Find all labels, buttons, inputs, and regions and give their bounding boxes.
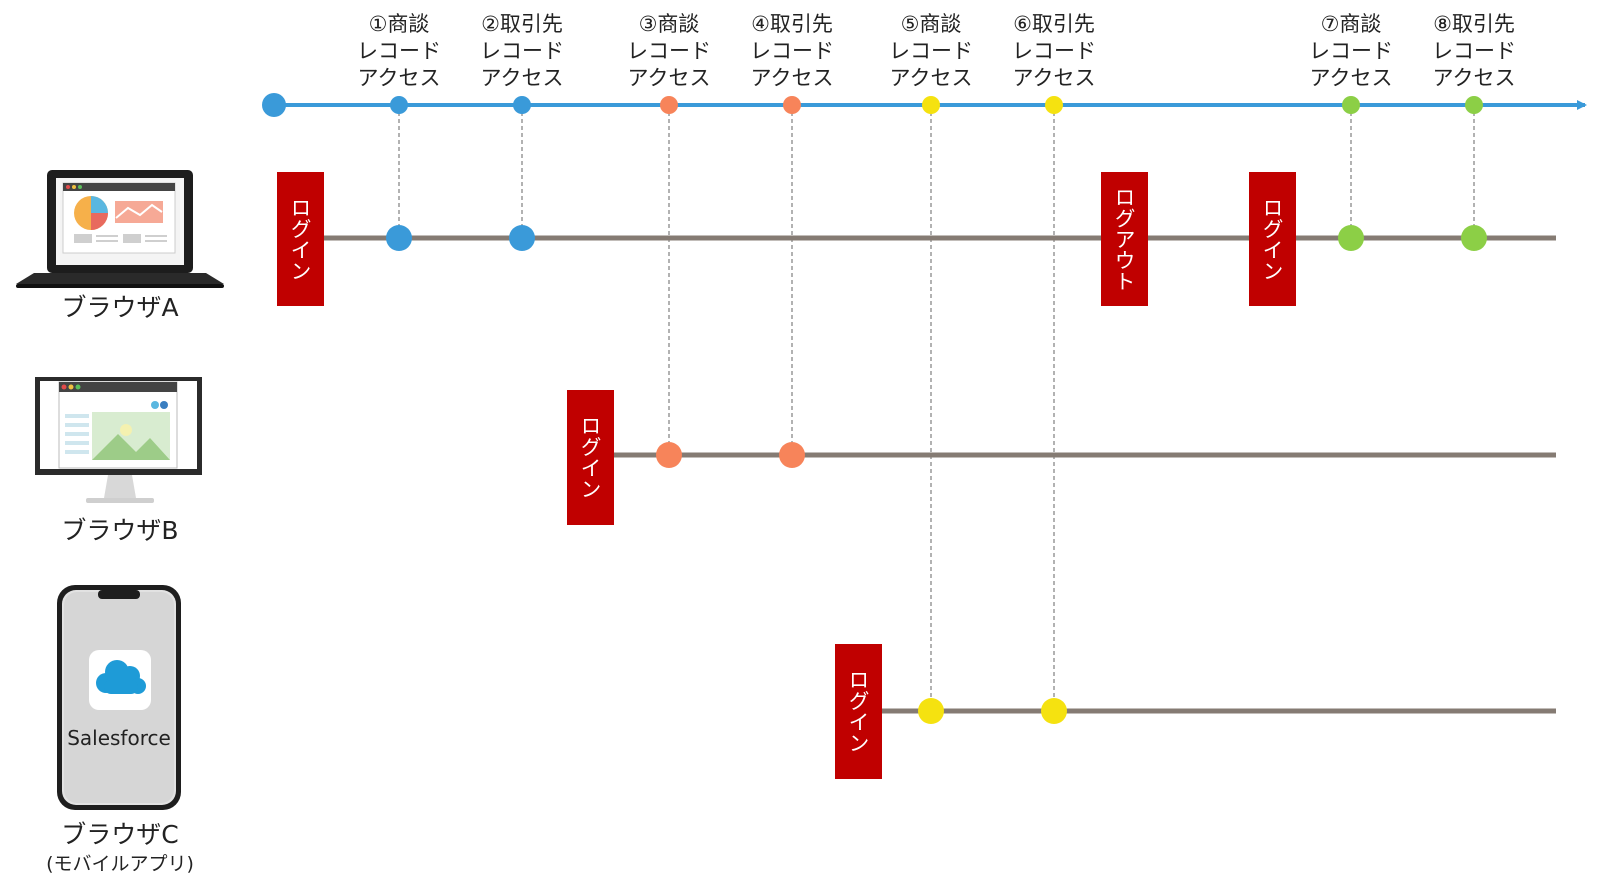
event-label-8-line1: ⑧取引先 — [1433, 12, 1515, 36]
timeline-dot-5 — [922, 96, 940, 114]
login-badge-b: ログイン — [567, 390, 614, 525]
login-badge-a-second-label: ログイン — [1260, 197, 1284, 281]
lane-sublabel-c: (モバイルアプリ) — [46, 853, 194, 875]
event-label-1-line1: ①商談 — [369, 12, 430, 36]
lane-dot-6 — [1041, 698, 1067, 724]
timeline-event-dots — [390, 96, 1483, 114]
login-badge-a-second: ログイン — [1249, 172, 1296, 306]
login-badge-a: ログイン — [277, 172, 324, 306]
smartphone-icon — [57, 585, 181, 810]
timeline-dot-3 — [660, 96, 678, 114]
event-label-4-line1: ④取引先 — [751, 12, 833, 36]
event-label-7-line1: ⑦商談 — [1321, 12, 1382, 36]
event-label-5-line2: レコード — [889, 39, 973, 63]
event-label-1-line2: レコード — [357, 39, 441, 63]
lane-label-c: ブラウザC — [61, 820, 178, 849]
event-label-2-line3: アクセス — [481, 66, 564, 90]
event-label-8-line2: レコード — [1432, 39, 1516, 63]
event-label-6-line1: ⑥取引先 — [1013, 12, 1095, 36]
lane-dot-7 — [1338, 225, 1364, 251]
event-label-7-line3: アクセス — [1310, 66, 1393, 90]
event-label-6-line2: レコード — [1012, 39, 1096, 63]
event-label-4-line3: アクセス — [751, 66, 834, 90]
lane-lines — [322, 235, 1556, 714]
lane-label-b: ブラウザB — [61, 516, 178, 545]
salesforce-app-label: Salesforce — [67, 726, 171, 750]
event-label-2-line1: ②取引先 — [481, 12, 563, 36]
guide-lines — [398, 105, 1475, 711]
timeline-dot-4 — [783, 96, 801, 114]
login-badge-a-label: ログイン — [288, 197, 312, 281]
login-badge-b-label: ログイン — [578, 415, 602, 499]
lane-dot-5 — [918, 698, 944, 724]
logout-badge-a-label: ログアウト — [1112, 187, 1136, 292]
event-label-3-line3: アクセス — [628, 66, 711, 90]
event-label-7-line2: レコード — [1309, 39, 1393, 63]
event-label-4-line2: レコード — [750, 39, 834, 63]
event-label-5-line1: ⑤商談 — [901, 12, 962, 36]
event-label-5-line3: アクセス — [890, 66, 973, 90]
salesforce-cloud-icon — [96, 660, 146, 694]
lane-dot-2 — [509, 225, 535, 251]
event-label-3-line2: レコード — [627, 39, 711, 63]
event-label-2-line2: レコード — [480, 39, 564, 63]
logout-badge-a: ログアウト — [1101, 172, 1148, 306]
lane-dot-8 — [1461, 225, 1487, 251]
event-label-3-line1: ③商談 — [639, 12, 700, 36]
timeline-dot-2 — [513, 96, 531, 114]
event-label-8-line3: アクセス — [1433, 66, 1516, 90]
timeline-dot-1 — [390, 96, 408, 114]
monitor-icon — [35, 377, 202, 503]
timeline-dot-7 — [1342, 96, 1360, 114]
lane-label-a: ブラウザA — [61, 293, 178, 322]
lane-dot-1 — [386, 225, 412, 251]
event-label-1-line3: アクセス — [358, 66, 441, 90]
lane-dot-4 — [779, 442, 805, 468]
login-badge-c-label: ログイン — [846, 669, 870, 753]
laptop-icon — [16, 170, 224, 288]
timeline-dot-8 — [1465, 96, 1483, 114]
badges: ログイン ログアウト ログイン ログイン ログイン — [277, 172, 1296, 779]
timeline-dot-6 — [1045, 96, 1063, 114]
timeline-start-dot — [262, 93, 286, 117]
lane-event-dots — [386, 225, 1487, 724]
login-badge-c: ログイン — [835, 644, 882, 779]
lane-dot-3 — [656, 442, 682, 468]
event-labels: ①商談 レコード アクセス ②取引先 レコード アクセス ③商談 レコード アク… — [357, 12, 1516, 90]
event-label-6-line3: アクセス — [1013, 66, 1096, 90]
